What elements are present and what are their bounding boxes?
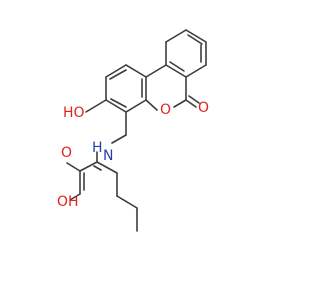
atom-label-oh-acid: OH xyxy=(57,194,79,210)
atom-label-o-ring: O xyxy=(160,102,171,118)
bond xyxy=(165,64,187,78)
bond xyxy=(105,64,127,78)
bond xyxy=(165,29,187,43)
atom-label-nh: H xyxy=(92,140,103,156)
bond xyxy=(116,195,138,209)
structure-drawing: HO O O H N O OH xyxy=(57,29,209,232)
atom-label-o-acid-carbonyl: O xyxy=(61,145,72,161)
bond-double xyxy=(185,99,197,108)
bond xyxy=(125,99,147,113)
bond xyxy=(96,161,118,174)
bond-double xyxy=(187,34,203,45)
bond xyxy=(125,64,147,78)
bond-double xyxy=(188,95,200,104)
bond xyxy=(85,99,107,113)
atom-label-o-carbonyl: O xyxy=(198,100,209,116)
bond-double xyxy=(110,98,127,108)
atom-label-nh-n: N xyxy=(103,148,113,164)
bond xyxy=(93,165,102,171)
bond xyxy=(145,64,167,78)
bond xyxy=(185,29,207,43)
bond xyxy=(111,134,127,144)
bond xyxy=(66,162,81,172)
atom-label-oh-phenol: HO xyxy=(63,105,85,121)
bond xyxy=(145,99,158,111)
bond xyxy=(79,161,98,172)
bond xyxy=(173,99,187,108)
bond-double xyxy=(109,69,127,80)
bond xyxy=(105,99,127,113)
bond xyxy=(69,193,81,201)
bond xyxy=(185,64,207,78)
bond-double xyxy=(169,61,185,72)
molecule-canvas: HO O O H N O OH xyxy=(57,29,209,232)
